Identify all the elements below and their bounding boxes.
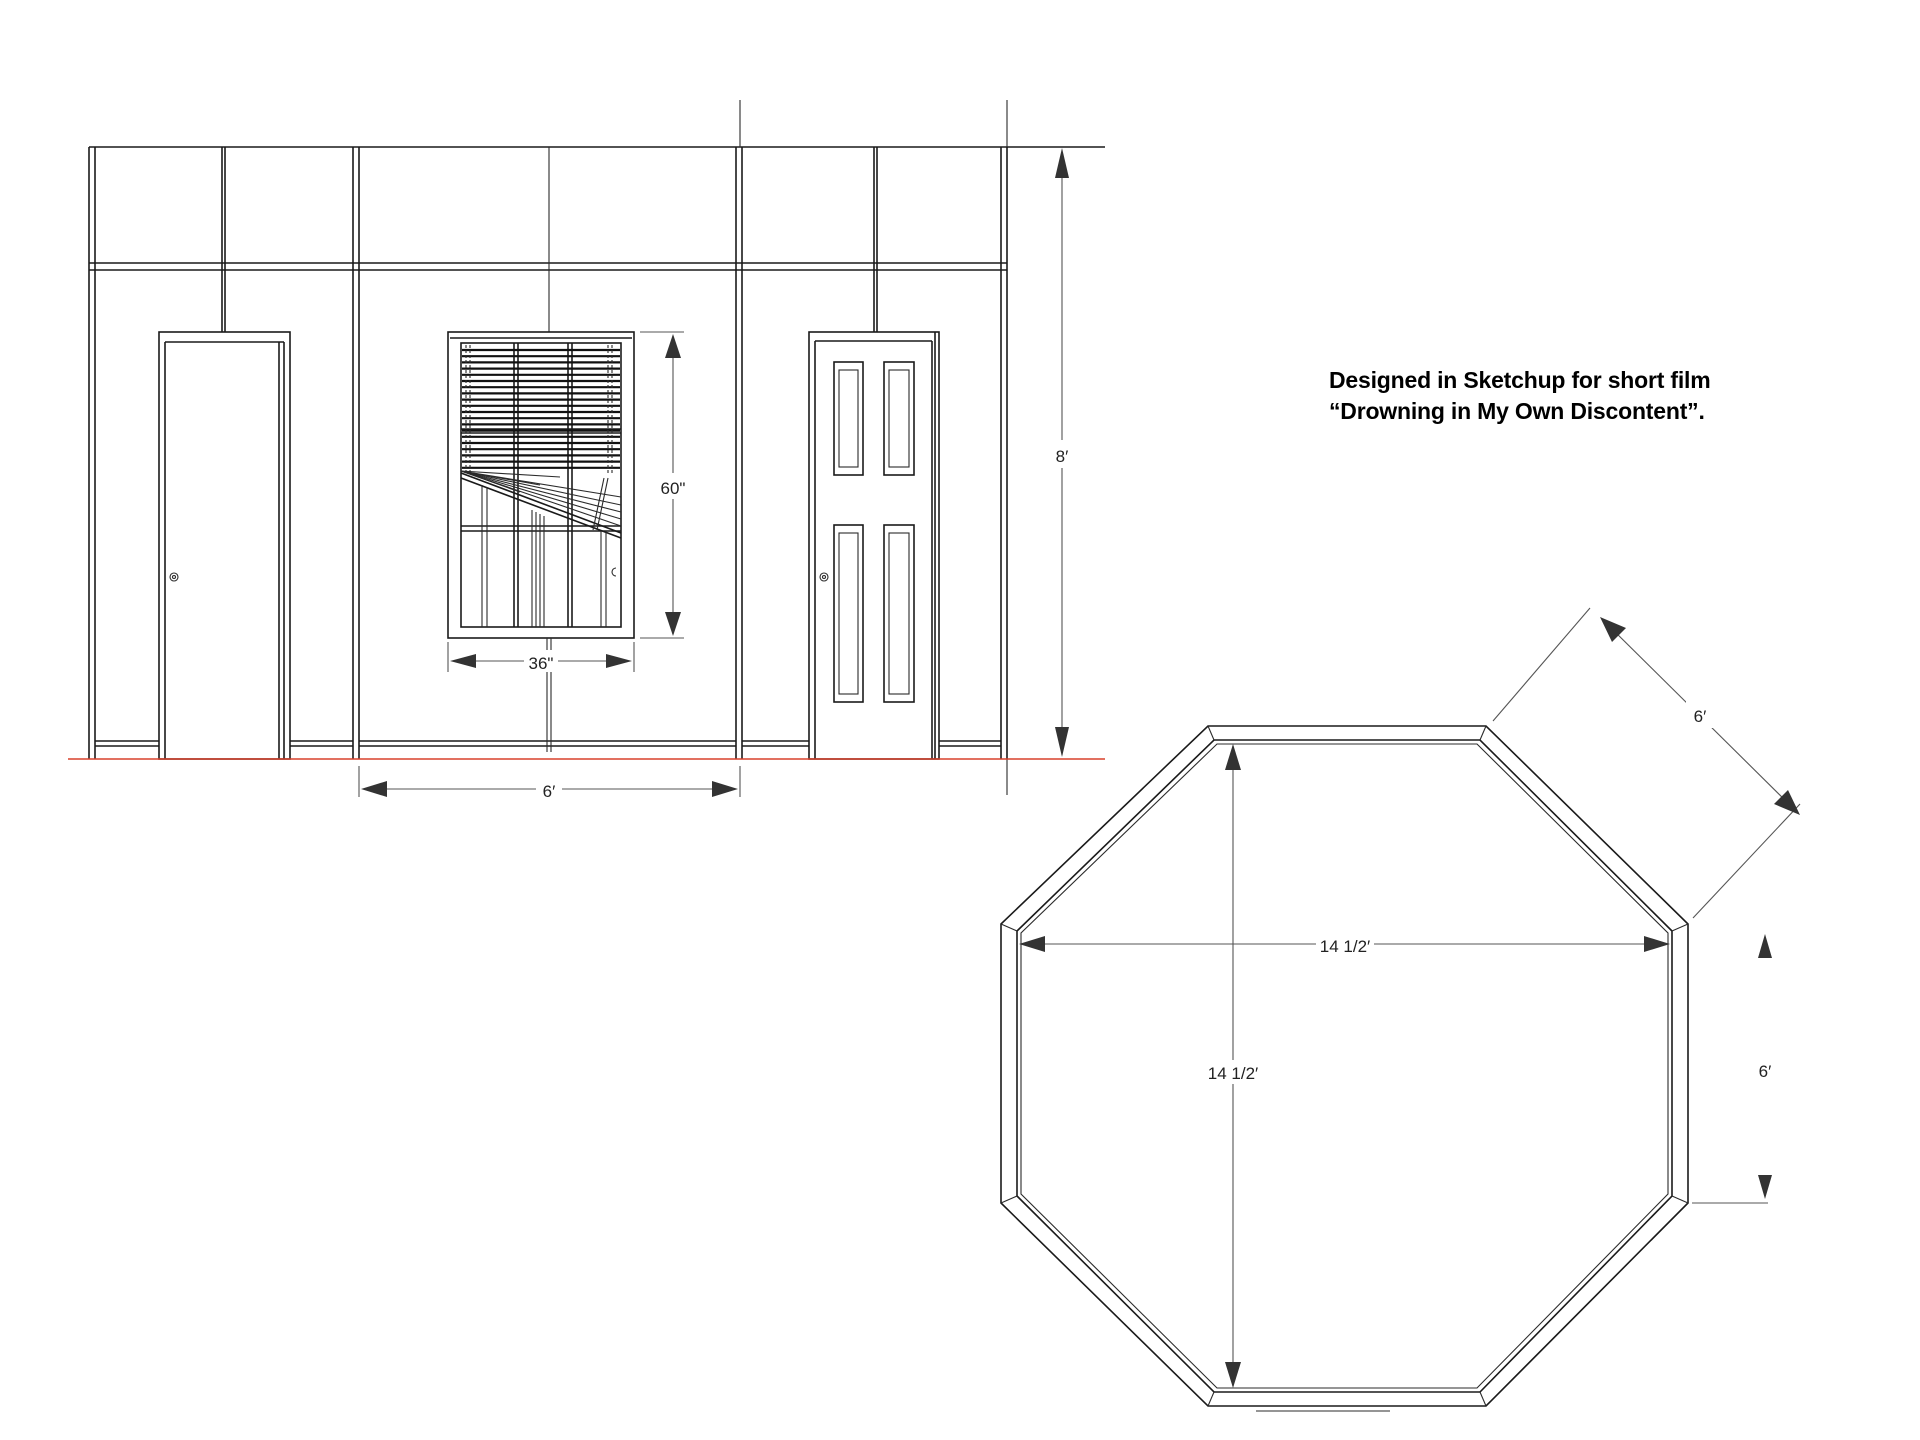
svg-text:60": 60" [661,479,686,498]
svg-text:6′: 6′ [543,782,556,801]
door-knob-icon [819,572,829,582]
dimension-diagonal-side: 6′ [1492,607,1801,919]
door-knob-icon [169,572,179,582]
right-door [808,331,940,760]
dimension-panel-width: 6′ [358,766,741,801]
svg-text:6′: 6′ [1694,707,1707,726]
svg-text:8′: 8′ [1056,447,1069,466]
svg-text:36": 36" [529,654,554,673]
dimension-right-side: 6′ [1692,934,1772,1204]
dimension-plan-depth: 14 1/2′ [1200,744,1266,1388]
left-door [158,331,291,760]
design-note: Designed in Sketchup for short film “Dro… [1329,365,1711,427]
octagon-floor-plan: 14 1/2′ 14 1/2′ 6′ 6′ [1000,607,1801,1412]
window-blind-slats [462,345,620,475]
dimension-plan-width: 14 1/2′ [1019,932,1670,956]
dimension-window-width: 36" [447,642,635,673]
dimension-window-height: 60" [640,331,690,639]
design-note-line-1: Designed in Sketchup for short film [1329,367,1711,393]
wall-elevation: 8′ 60" 36" [68,100,1105,801]
baseboards [95,740,1001,747]
design-note-line-2: “Drowning in My Own Discontent”. [1329,398,1705,424]
dimension-wall-height: 8′ [1052,148,1072,757]
window-blind-tilt [460,470,622,539]
svg-text:6′: 6′ [1759,1062,1772,1081]
window [447,331,635,752]
door-panels [833,361,915,703]
svg-text:14 1/2′: 14 1/2′ [1320,937,1370,956]
svg-text:14 1/2′: 14 1/2′ [1208,1064,1258,1083]
